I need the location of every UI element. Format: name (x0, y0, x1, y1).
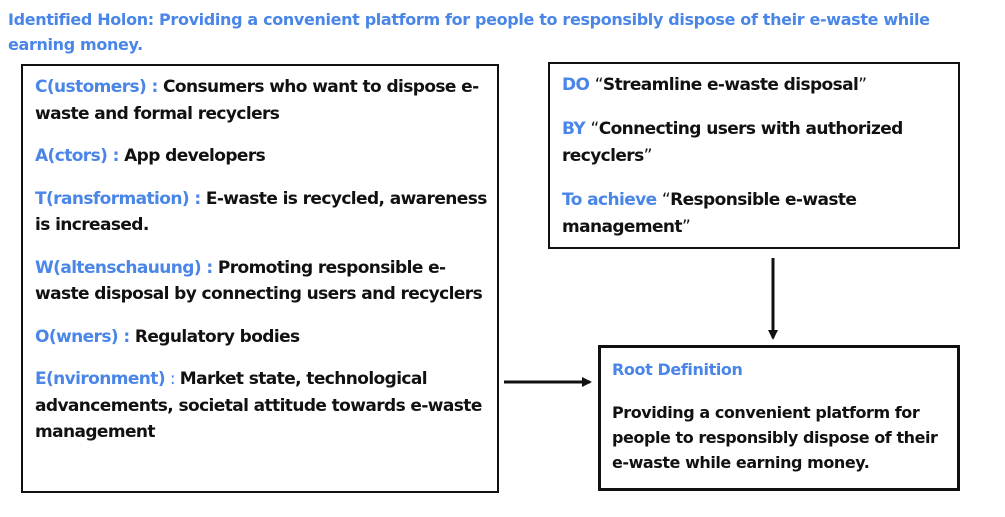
do-statement: DO “Streamline e-waste disposal” (562, 72, 948, 99)
close-quote: ” (643, 146, 653, 166)
catwoe-value: Consumers who want to dispose e-waste an… (35, 77, 479, 124)
catwoe-value: App developers (124, 146, 266, 166)
catwoe-separator: : (165, 369, 180, 389)
do-by-to-box: DO “Streamline e-waste disposal” BY “Con… (548, 62, 960, 249)
catwoe-key: T(ransformation) (35, 188, 190, 209)
catwoe-separator: : (146, 77, 164, 97)
catwoe-key: W(altenschauung) (35, 257, 202, 278)
do-key: DO (562, 75, 590, 95)
catwoe-transformation: T(ransformation) : E-waste is recycled, … (35, 186, 487, 239)
to-achieve-statement: To achieve “Responsible e-waste manageme… (562, 187, 948, 241)
catwoe-key: O(wners) (35, 326, 119, 347)
open-quote: “ (661, 190, 671, 210)
by-statement: BY “Connecting users with authorized rec… (562, 116, 948, 170)
catwoe-value: Market state, technological advancements… (35, 369, 482, 442)
catwoe-customers: C(ustomers) : Consumers who want to disp… (35, 74, 487, 127)
catwoe-weltanschauung: W(altenschauung) : Promoting responsible… (35, 255, 487, 308)
catwoe-key: C(ustomers) (35, 77, 147, 97)
catwoe-actors: A(ctors) : App developers (35, 143, 487, 170)
to-achieve-key: To achieve (562, 190, 657, 210)
catwoe-key: E(nvironment) (35, 369, 166, 389)
close-quote: ” (681, 217, 691, 237)
root-definition-box: Root Definition Providing a convenient p… (598, 345, 960, 491)
catwoe-environment: E(nvironment) : Market state, technologi… (35, 366, 487, 446)
open-quote: “ (590, 119, 599, 139)
catwoe-box: C(ustomers) : Consumers who want to disp… (21, 64, 499, 493)
catwoe-separator: : (201, 257, 218, 278)
by-key: BY (562, 119, 586, 139)
catwoe-value: Regulatory bodies (134, 326, 300, 347)
open-quote: “ (594, 75, 604, 95)
holon-title: Identified Holon: Providing a convenient… (8, 10, 930, 54)
catwoe-key: A(ctors) (35, 146, 108, 166)
catwoe-value: E-waste is recycled, awareness is increa… (35, 188, 487, 236)
do-value: Streamline e-waste disposal (602, 75, 859, 95)
catwoe-separator: : (118, 326, 135, 347)
catwoe-separator: : (107, 146, 125, 166)
catwoe-owners: O(wners) : Regulatory bodies (35, 324, 487, 351)
catwoe-value: Promoting responsible e-waste disposal b… (35, 257, 483, 305)
root-definition-heading: Root Definition (612, 360, 743, 379)
close-quote: ” (858, 75, 867, 95)
to-achieve-value: Responsible e-waste management (562, 190, 857, 237)
root-definition-text: Providing a convenient platform for peop… (612, 403, 938, 472)
by-value: Connecting users with authorized recycle… (562, 119, 903, 166)
catwoe-separator: : (189, 188, 206, 209)
